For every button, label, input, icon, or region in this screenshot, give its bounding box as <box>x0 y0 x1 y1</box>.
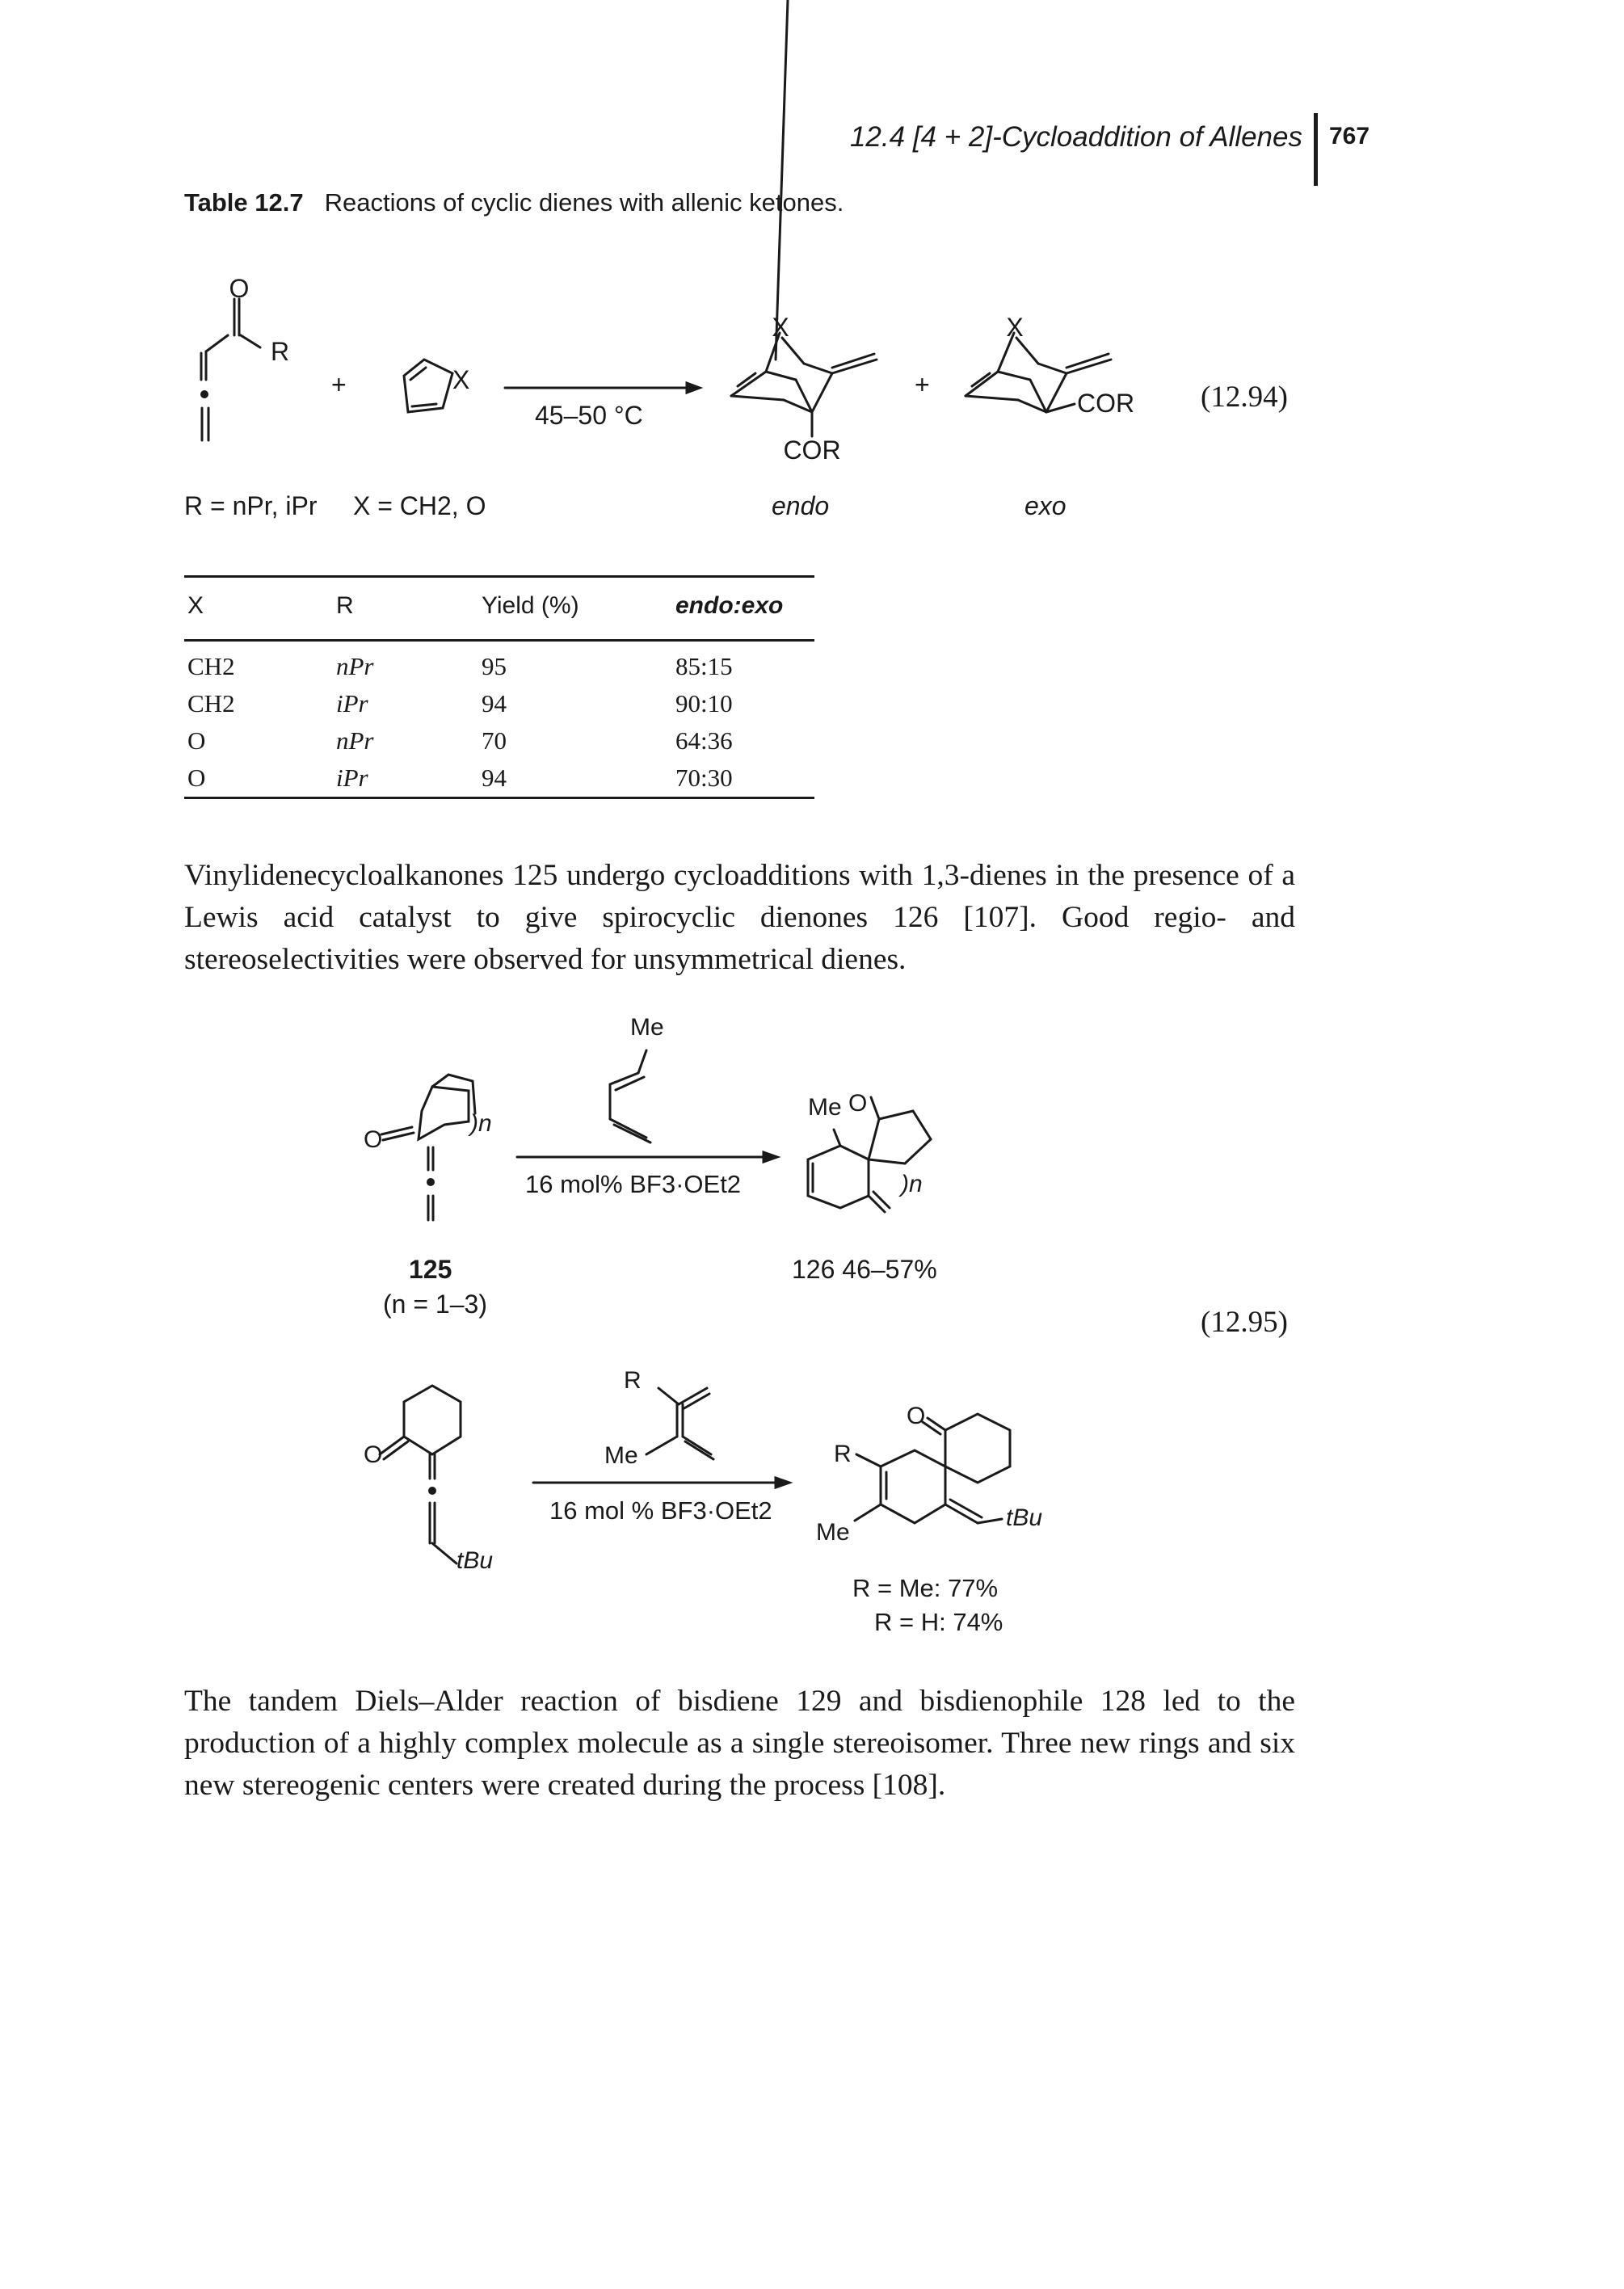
substituent-definitions: R = nPr, iPr X = CH2, O <box>184 491 486 520</box>
compound-126-structure <box>806 1096 932 1214</box>
atom-x-endo: X <box>772 313 789 342</box>
table-cell: nPr <box>336 726 374 755</box>
table-cell: O <box>187 726 206 755</box>
table-cell: 90:10 <box>675 689 733 717</box>
header-rule <box>1314 113 1318 186</box>
table-cell: 95 <box>482 652 507 680</box>
table-cell: iPr <box>333 759 478 799</box>
column-header: endo:exo <box>672 575 814 642</box>
table-cell: CH2 <box>187 652 235 680</box>
table-cell: O <box>184 759 333 799</box>
substituted-diene-structure <box>645 1386 715 1461</box>
atom-o: O <box>364 1126 382 1153</box>
yield-line: R = Me: 77% <box>852 1574 999 1602</box>
compound-125-structure <box>380 1073 477 1222</box>
table-cell: 70:30 <box>672 759 814 799</box>
scheme-12-95: O )n Me O )n O O <box>364 1049 1012 1565</box>
table-cell: 94 <box>478 759 672 799</box>
table-cell: 64:36 <box>675 726 733 755</box>
yield-line: R = H: 74% <box>874 1608 1003 1636</box>
piperylene-structure <box>608 1049 652 1144</box>
body-paragraph: Vinylidenecycloalkanones 125 undergo cyc… <box>184 859 1295 976</box>
equation-number: (12.95) <box>1201 1306 1288 1339</box>
cyclic-diene-structure <box>402 358 454 414</box>
endo-label: endo <box>772 491 830 520</box>
reaction-conditions: 16 mol% BF3·OEt2 <box>525 1170 742 1198</box>
product-r: R <box>834 1441 852 1467</box>
allene-center-dot <box>200 390 208 398</box>
plus-sign: + <box>915 370 930 399</box>
table-cell: 85:15 <box>675 652 733 680</box>
page-number: 767 <box>1329 123 1370 149</box>
reaction-conditions: 16 mol % BF3·OEt2 <box>549 1496 772 1525</box>
allene-center-dot <box>428 1487 436 1495</box>
table-caption-text: Reactions of cyclic dienes with allenic … <box>324 188 844 217</box>
compound-125-note: (n = 1–3) <box>383 1290 487 1319</box>
body-paragraph: The tandem Diels–Alder reaction of bisdi… <box>184 1685 1295 1802</box>
allenic-ketone-structure <box>200 297 262 442</box>
compound-125-label: 125 <box>409 1255 452 1284</box>
tert-butyl-label: tBu <box>1006 1504 1043 1531</box>
atom-x-exo: X <box>1006 313 1023 342</box>
running-header-title: 12.4 [4 + 2]-Cycloaddition of Allenes <box>849 121 1302 153</box>
table-caption-label: Table 12.7 <box>184 188 304 217</box>
table-row: CH2 nPr 95 85:15 <box>184 641 814 686</box>
ring-size-n: )n <box>898 1171 923 1197</box>
column-header: R <box>333 575 478 642</box>
vinylidene-cyclohexanone-structure <box>378 1384 462 1565</box>
methyl-label: Me <box>808 1094 842 1121</box>
scheme-12-94: O R X X COR X COR <box>200 0 1134 465</box>
table-cell: 70 <box>482 726 507 755</box>
table-cell: iPr <box>336 689 368 717</box>
table-cell: 94 <box>482 689 507 717</box>
equation-number: (12.94) <box>1201 381 1288 414</box>
cor-exo: COR <box>1077 389 1134 418</box>
table-row: CH2 iPr 94 90:10 <box>184 685 814 722</box>
allene-center-dot <box>427 1178 435 1186</box>
reaction-conditions: 45–50 °C <box>535 401 643 430</box>
reagent-r: R <box>624 1367 642 1394</box>
spiro-product-structure <box>853 1412 1012 1525</box>
endo-product-structure <box>730 0 878 438</box>
reagent-methyl: Me <box>604 1442 638 1469</box>
ring-size-n: )n <box>468 1110 492 1137</box>
atom-x: X <box>452 365 469 394</box>
tert-butyl-label: tBu <box>456 1547 494 1574</box>
atom-r: R <box>271 337 289 366</box>
table-cell: CH2 <box>187 689 235 717</box>
table-caption: Table 12.7 Reactions of cyclic dienes wit… <box>184 188 844 217</box>
table-header-row: X R Yield (%) endo:exo <box>184 575 814 642</box>
exo-label: exo <box>1024 491 1067 520</box>
table-cell: nPr <box>336 652 374 680</box>
product-methyl: Me <box>816 1519 850 1546</box>
column-header: X <box>184 575 333 642</box>
reagent-methyl: Me <box>630 1014 664 1041</box>
column-header: Yield (%) <box>478 575 672 642</box>
compound-126-label: 126 46–57% <box>792 1255 937 1284</box>
plus-sign: + <box>331 370 347 399</box>
cor-endo: COR <box>783 435 840 465</box>
atom-o: O <box>848 1090 867 1117</box>
atom-o: O <box>229 274 250 303</box>
exo-product-structure <box>964 331 1113 414</box>
atom-o: O <box>907 1403 925 1429</box>
atom-o: O <box>364 1441 382 1468</box>
